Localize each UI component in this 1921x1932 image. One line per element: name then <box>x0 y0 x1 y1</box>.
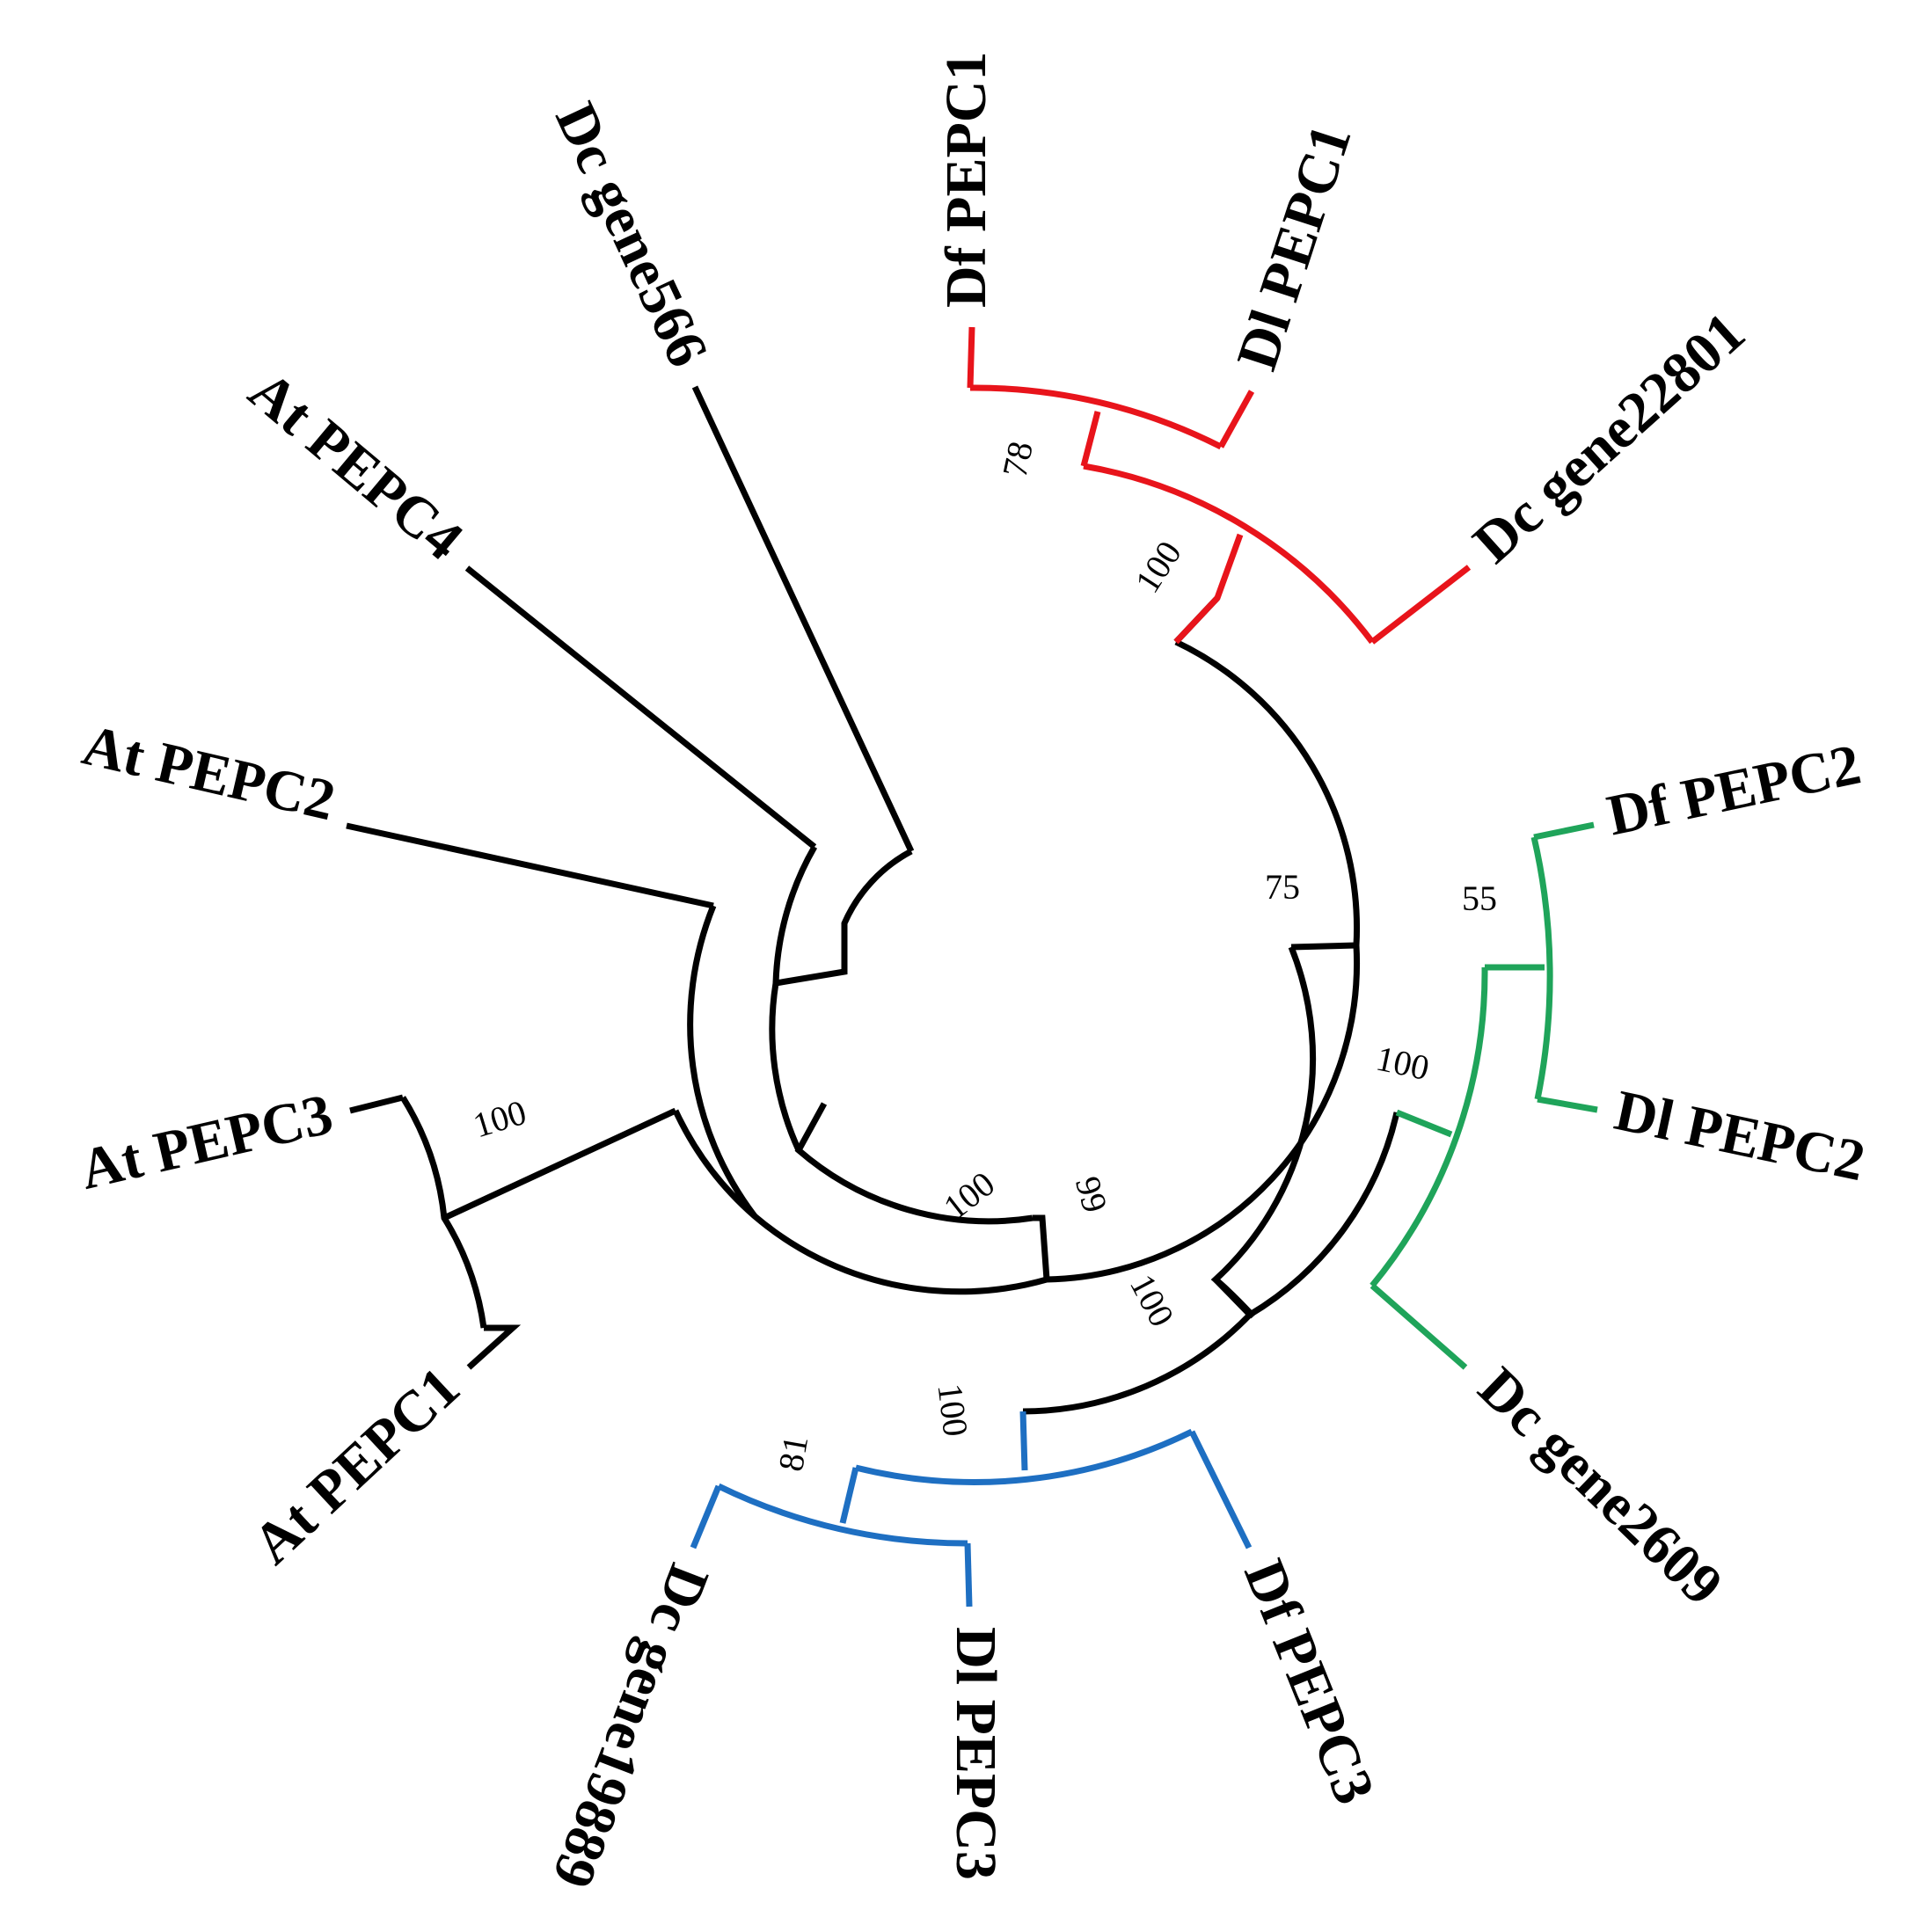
branch-arc-left-big <box>687 904 757 1219</box>
branch-stub-pepc23 <box>1213 1277 1253 1317</box>
branch-leaf-dc-gene22801 <box>1370 565 1472 645</box>
branch-leaf-df-pepc2 <box>1533 821 1595 841</box>
branch-arc-outer-left <box>672 944 1361 1295</box>
taxon-label-at-pepc2: At PEPC2 <box>77 713 340 834</box>
branch-leaf-dl-pepc3 <box>964 1542 973 1608</box>
branch-arc-pepc23 <box>1022 1112 1400 1415</box>
branch-pepc1-arc <box>1083 463 1375 645</box>
branch-stub-99 <box>1033 1214 1050 1280</box>
branch-leaf-at-pepc3 <box>349 1094 404 1114</box>
taxon-label-df-pepc1: Df PEPC1 <box>934 52 998 308</box>
backbone-branches <box>400 595 1400 1415</box>
taxon-label-at-pepc3: At PEPC3 <box>74 1082 338 1202</box>
clade-pepc2 <box>1370 821 1598 1370</box>
branch-stub-75 <box>1290 942 1357 951</box>
branch-leaf-dc-gene19889 <box>690 1484 722 1549</box>
branch-leaf-dc-gene2609 <box>1370 1283 1468 1370</box>
branch-pepc3-arc <box>855 1428 1194 1485</box>
taxon-label-dl-pepc2: Dl PEPC2 <box>1610 1078 1871 1193</box>
taxon-label-dc-gene2609: Dc gene2609 <box>1466 1355 1735 1617</box>
branch-leaf-at-pepc1 <box>466 1324 522 1370</box>
branch-leaf-at-pepc4 <box>464 565 817 849</box>
support-value: 100 <box>1122 1268 1182 1333</box>
taxon-label-df-pepc3: Df PEPC3 <box>1231 1551 1387 1813</box>
branch-leaf-dl-pepc1 <box>1217 390 1255 448</box>
branch-inner-left-arc2 <box>772 845 818 984</box>
branch-leaf-df-pepc1 <box>967 326 975 389</box>
branch-leaf-dc-gene566 <box>691 385 915 853</box>
taxon-label-at-pepc1: At PEPC1 <box>241 1355 472 1577</box>
taxon-label-dl-pepc1: Dl PEPC1 <box>1224 117 1363 377</box>
branch-leaf-dl-pepc2 <box>1537 1096 1598 1113</box>
branch-pepc1-inner-arc <box>969 384 1223 450</box>
support-value: 78 <box>995 438 1041 480</box>
branch-arc-inner-left <box>794 1102 1034 1225</box>
branch-pepc3-inner-stem <box>839 1467 859 1524</box>
branch-at13-arc <box>400 1096 487 1329</box>
support-value: 100 <box>469 1092 531 1146</box>
branch-pepc2-inner-arc <box>1530 836 1553 1100</box>
branch-pepc2-stem <box>1395 1109 1453 1138</box>
taxon-label-dc-gene19889: Dc gene19889 <box>539 1556 721 1896</box>
taxon-label-at-pepc4: At PEPC4 <box>237 359 474 572</box>
branch-pepc3-stem <box>1019 1411 1028 1471</box>
taxon-label-dc-gene566: Dc gene566 <box>543 93 720 376</box>
branch-leaf-at-pepc2 <box>346 822 714 909</box>
branch-pepc1-inner-stem <box>1080 411 1101 467</box>
branch-leaf-df-pepc3 <box>1188 1430 1253 1549</box>
taxon-label-dc-gene22801: Dc gene22801 <box>1461 300 1757 575</box>
clade-pepc1 <box>967 326 1472 645</box>
branch-arc-main <box>1174 638 1361 946</box>
at-leaf-branches <box>346 385 915 1370</box>
support-value: 100 <box>1373 1039 1433 1088</box>
support-value: 99 <box>1068 1172 1115 1217</box>
support-value: 55 <box>1462 879 1497 918</box>
taxon-label-dl-pepc3: Dl PEPC3 <box>944 1627 1008 1880</box>
support-values: 78 100 75 55 100 100 100 81 99 100 100 <box>469 438 1497 1474</box>
branch-at-stem <box>442 1107 677 1221</box>
support-value: 100 <box>1127 534 1188 600</box>
branch-pepc2-arc <box>1370 966 1488 1288</box>
support-value: 81 <box>771 1433 815 1474</box>
branch-pepc1-stem <box>1173 533 1244 645</box>
branch-arc-75-inner <box>1210 945 1317 1319</box>
branch-pepc3-inner-arc <box>717 1483 968 1547</box>
clade-pepc3 <box>690 1411 1253 1608</box>
taxon-label-df-pepc2: Df PEPC2 <box>1602 732 1866 848</box>
support-value: 100 <box>930 1382 975 1439</box>
support-value: 75 <box>1265 867 1300 907</box>
